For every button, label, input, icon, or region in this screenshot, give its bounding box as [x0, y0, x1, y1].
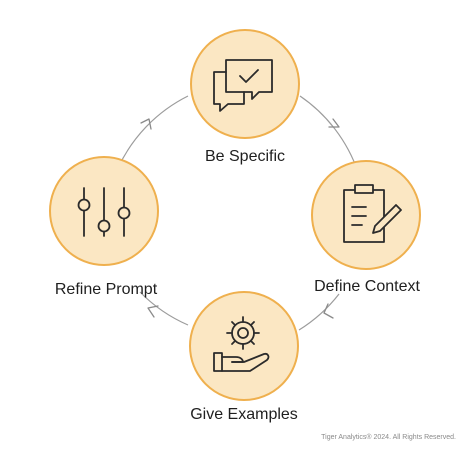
- clipboard-pencil-icon: [343, 184, 402, 243]
- node-circle: [190, 29, 300, 139]
- hand-icon: [213, 352, 270, 372]
- step-node-define-context: [311, 160, 421, 270]
- step-node-give-examples: [189, 291, 299, 401]
- arc-bottom-to-left: [139, 291, 189, 326]
- copyright-notice: Tiger Analytics® 2024. All Rights Reserv…: [321, 434, 456, 441]
- gear-icon: [226, 316, 260, 350]
- step-node-refine-prompt: [49, 156, 159, 266]
- arc-right-to-bottom: [298, 293, 340, 331]
- node-circle: [311, 160, 421, 270]
- step-label-refine-prompt: Refine Prompt: [54, 281, 158, 298]
- arrowhead-top-left: [140, 118, 152, 130]
- arrowhead-bottom-left: [147, 305, 159, 318]
- arc-top-to-right: [299, 95, 359, 173]
- step-node-be-specific: [190, 29, 300, 139]
- step-label-be-specific: Be Specific: [204, 148, 286, 165]
- chat-checkmark-icon: [213, 59, 273, 112]
- step-label-give-examples: Give Examples: [190, 406, 298, 423]
- step-label-define-context: Define Context: [314, 278, 420, 295]
- node-circle: [189, 291, 299, 401]
- arrowhead-bottom-right: [323, 303, 334, 319]
- sliders-icon: [77, 187, 131, 237]
- gear-hand-icon: [213, 316, 270, 372]
- arrowhead-top-right: [328, 118, 340, 128]
- arc-left-to-top: [117, 95, 189, 169]
- cycle-arrowheads: [140, 118, 340, 319]
